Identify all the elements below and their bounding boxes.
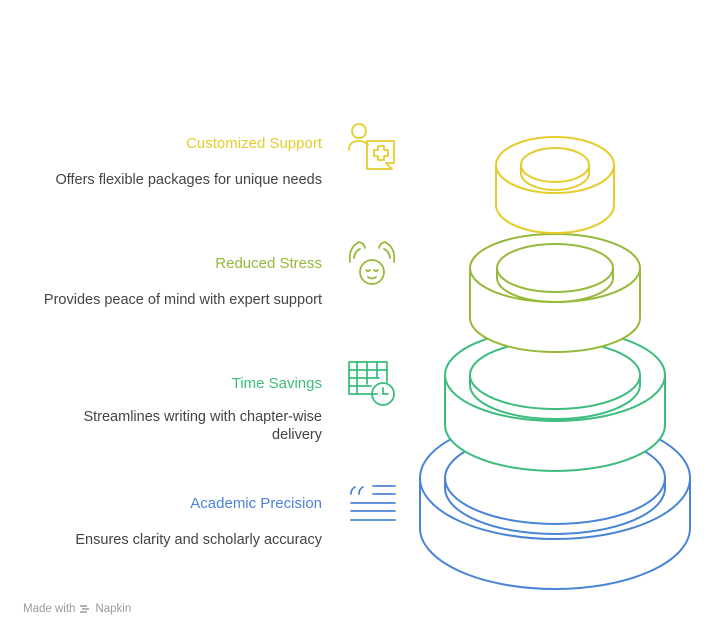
schedule-clock-icon (348, 361, 395, 406)
ring-reduced-stress (469, 233, 641, 353)
item-title-customized-support: Customized Support (186, 135, 322, 152)
user-plus-chat-icon (348, 123, 395, 170)
footer-brand: Napkin (95, 603, 132, 615)
item-description-customized-support: Offers flexible packages for unique need… (55, 172, 322, 188)
calm-face-icon (348, 241, 396, 285)
quote-text-icon (350, 485, 396, 521)
napkin-logo-icon (80, 605, 90, 613)
item-title-reduced-stress: Reduced Stress (215, 255, 322, 272)
ring-customized-support (495, 136, 615, 234)
footer-made-with: Made with (23, 603, 76, 615)
item-description-time-savings: Streamlines writing with chapter-wise de… (83, 409, 322, 443)
footer-watermark: Made with Napkin (23, 603, 131, 615)
item-description-academic-precision: Ensures clarity and scholarly accuracy (75, 532, 322, 548)
item-description-reduced-stress: Provides peace of mind with expert suppo… (43, 292, 322, 308)
item-title-time-savings: Time Savings (231, 375, 322, 392)
ring-time-savings (444, 328, 666, 472)
item-title-academic-precision: Academic Precision (190, 495, 322, 512)
